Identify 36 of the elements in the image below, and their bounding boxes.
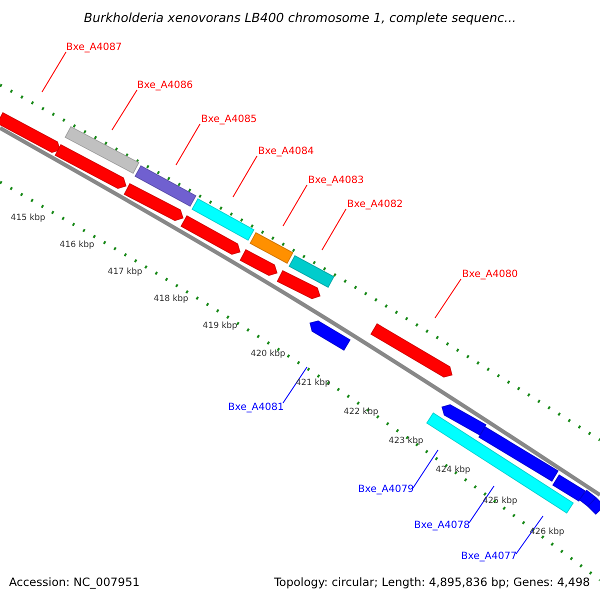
gene-label: Bxe_A4084 bbox=[258, 146, 314, 158]
leader-line bbox=[468, 486, 494, 524]
leader-line bbox=[42, 52, 66, 92]
gene-label: Bxe_A4077 bbox=[461, 551, 517, 563]
position-label: 425 kbp bbox=[482, 496, 518, 506]
leader-line bbox=[322, 208, 346, 250]
accession-text: Accession: NC_007951 bbox=[9, 575, 140, 589]
leader-line bbox=[516, 516, 544, 554]
gene-label: Bxe_A4087 bbox=[66, 42, 122, 54]
position-label: 424 kbp bbox=[436, 465, 470, 475]
genome-info: Topology: circular; Length: 4,895,836 bp; Genes: 4,498 bbox=[274, 575, 590, 589]
position-label: 416 kbp bbox=[60, 240, 94, 250]
position-label: 415 kbp bbox=[10, 213, 46, 223]
leader-line bbox=[232, 156, 258, 198]
gene-label: Bxe_A4078 bbox=[414, 520, 470, 532]
leader-line bbox=[412, 450, 438, 488]
position-label: 419 kbp bbox=[202, 321, 238, 331]
leader-line bbox=[112, 90, 138, 130]
gene-label: Bxe_A4081 bbox=[228, 402, 284, 414]
title: Burkholderia xenovorans LB400 chromosome 1, complete sequenc... bbox=[82, 10, 518, 25]
leader-line bbox=[282, 184, 308, 226]
position-label: 422 kbp bbox=[344, 407, 378, 417]
position-label: 418 kbp bbox=[154, 294, 188, 304]
leader-line bbox=[282, 366, 308, 404]
leader-line bbox=[176, 124, 200, 166]
position-label: 423 kbp bbox=[388, 436, 424, 446]
gene-label: Bxe_A4079 bbox=[358, 484, 414, 496]
gene-label: Bxe_A4086 bbox=[137, 80, 193, 92]
position-label: 417 kbp bbox=[108, 267, 142, 277]
gene-label: Bxe_A4085 bbox=[201, 114, 257, 126]
position-label: 421 kbp bbox=[296, 378, 330, 388]
gene-label: Bxe_A4080 bbox=[462, 269, 518, 281]
gene-label: Bxe_A4082 bbox=[347, 199, 403, 211]
gene-label: Bxe_A4083 bbox=[308, 175, 364, 187]
leader-line bbox=[434, 278, 462, 318]
position-label: 420 kbp bbox=[250, 349, 286, 359]
